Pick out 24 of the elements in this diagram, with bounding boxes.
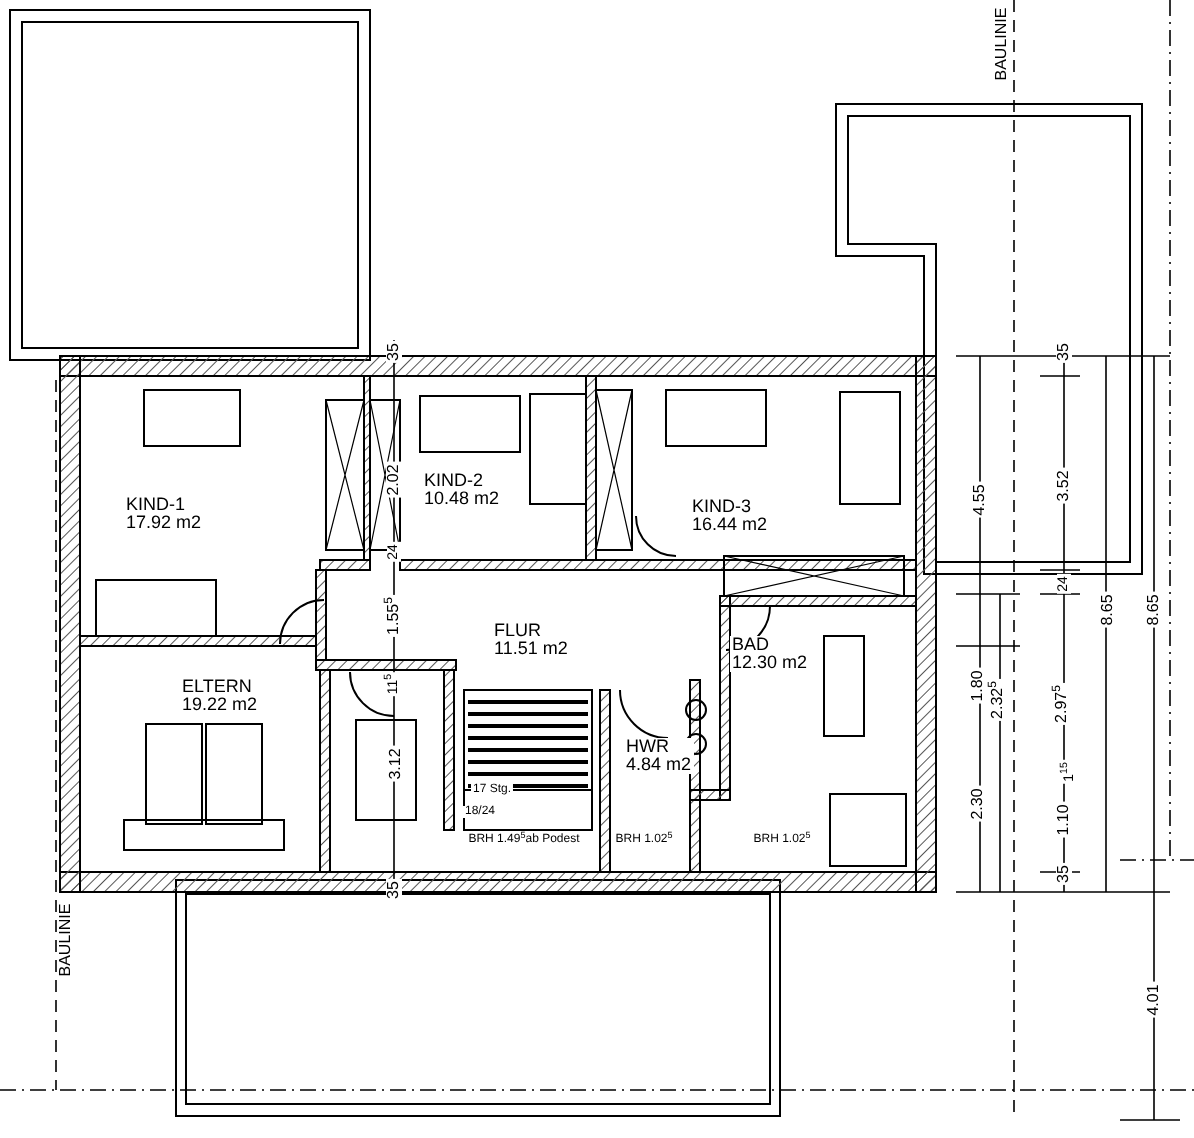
room-area: 16.44 m2 (690, 516, 770, 534)
dimension-label: 4.01 (1146, 982, 1162, 1018)
dimension-label: 35 (386, 879, 402, 901)
dimension-label: 2.30 (970, 786, 986, 822)
room-area: 11.51 m2 (492, 640, 570, 658)
room-area: 19.22 m2 (180, 696, 260, 714)
room-area: 10.48 m2 (422, 490, 502, 508)
dimension-label: 8.65 (1146, 592, 1162, 628)
room-name: HWR (624, 738, 694, 756)
room-area: 17.92 m2 (124, 514, 204, 532)
dimension-label: 4.55 (972, 482, 988, 518)
dimension-label: 35 (1056, 341, 1072, 363)
room-area: 12.30 m2 (730, 654, 810, 672)
room-area: 4.84 m2 (624, 756, 694, 774)
dimension-label: 2.02 (386, 462, 402, 498)
dimension-label: 8.65 (1100, 592, 1116, 628)
dimension-label: 35 (386, 341, 402, 363)
dimension-label: 3.12 (388, 746, 404, 782)
dimension-label: 1.80 (970, 668, 986, 704)
dimension-label: 35 (1056, 863, 1072, 885)
dimension-label: BAULINIE (58, 901, 74, 979)
dimension-label: 3.52 (1056, 468, 1072, 504)
dimension-label: 1.10 (1056, 802, 1072, 838)
dimension-label: BAULINIE (994, 5, 1010, 83)
